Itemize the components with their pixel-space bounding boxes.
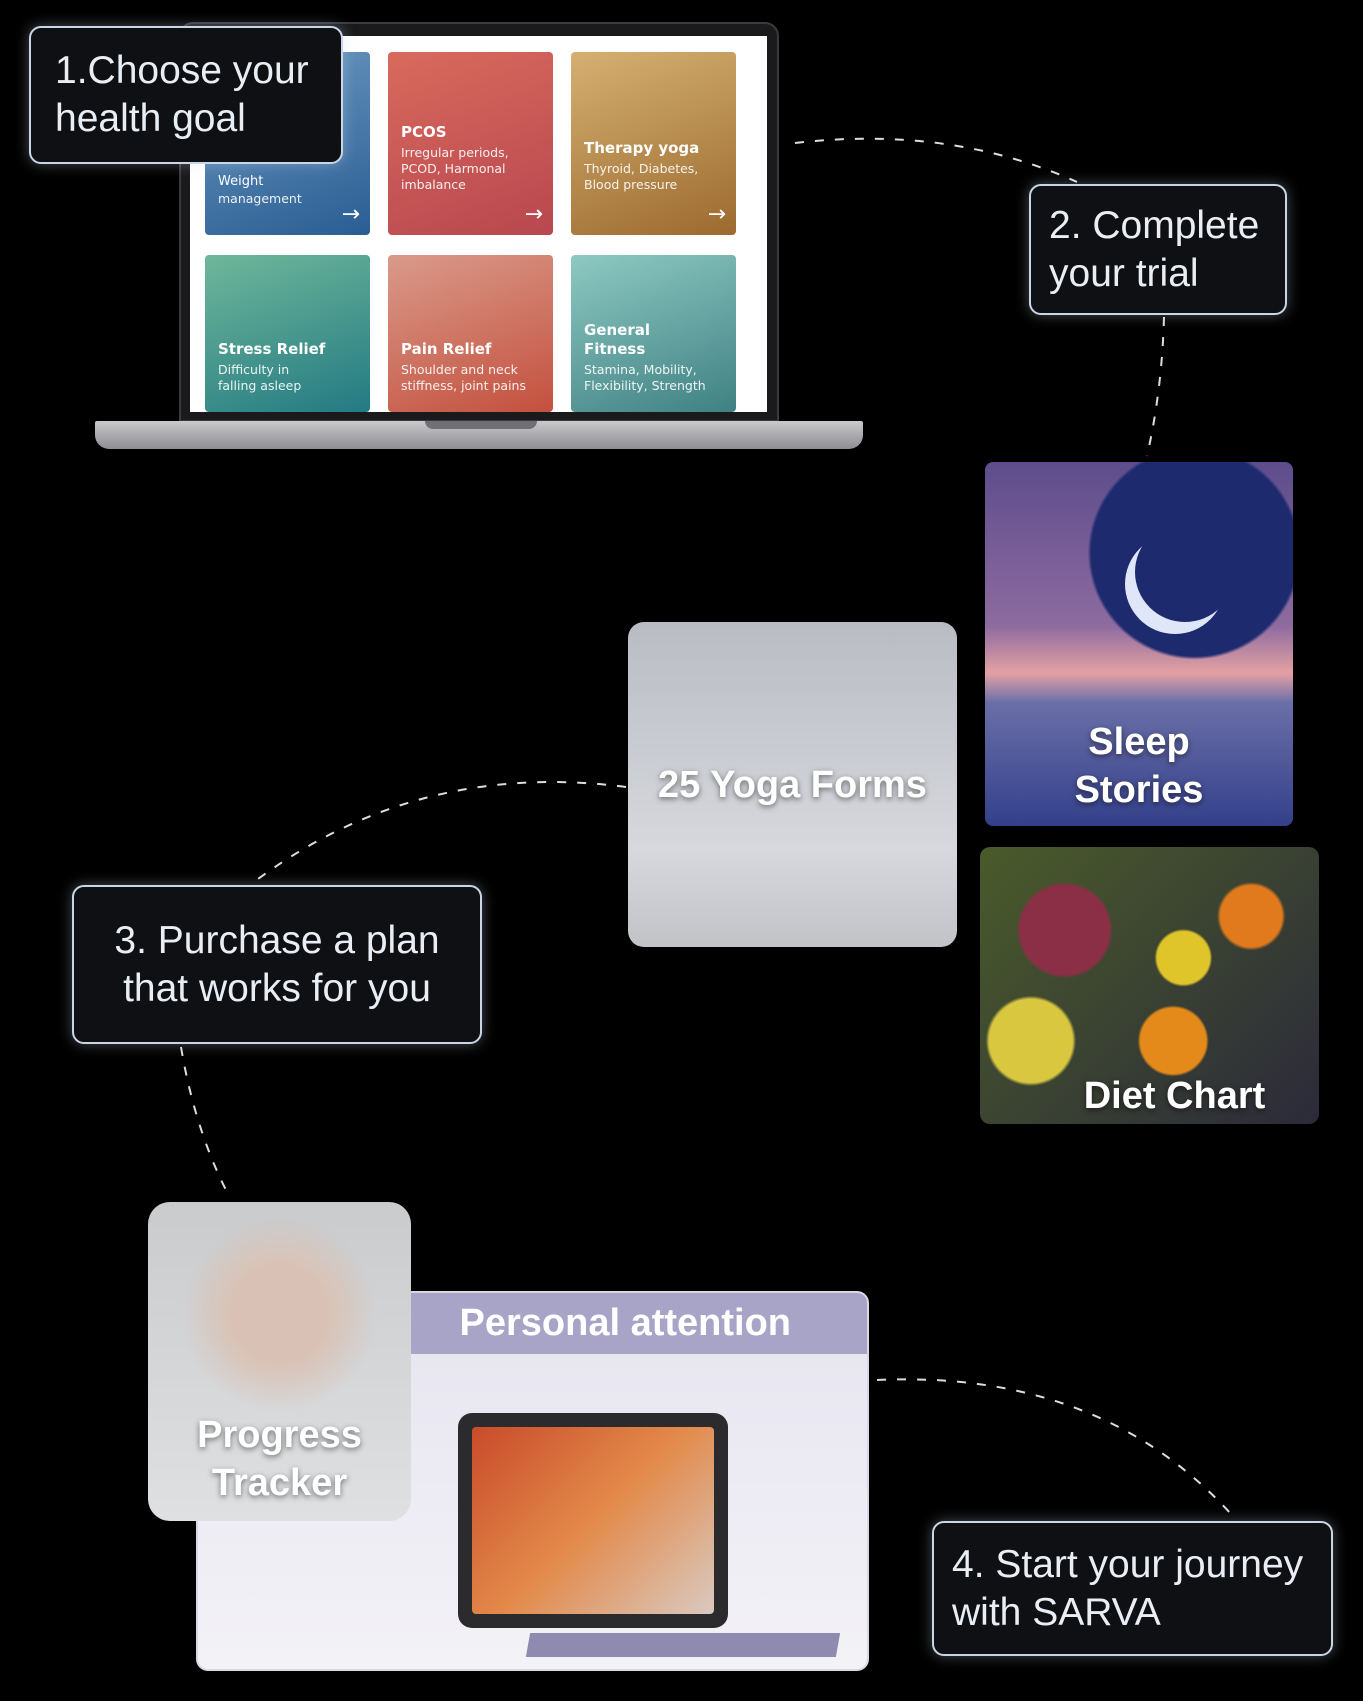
card-subtitle: management (218, 191, 302, 206)
arrow-right-icon: → (524, 202, 543, 227)
yoga-forms-label: 25 Yoga Forms (658, 763, 927, 806)
yoga-mat (525, 1633, 841, 1657)
personal-attention-tile[interactable]: Personal attention (196, 1291, 869, 1671)
tablet-image (458, 1413, 728, 1628)
arrow-right-icon: → (707, 202, 726, 227)
step-4-label: 4. Start your journey with SARVA (952, 1542, 1304, 1634)
connector-yoga-3 (257, 781, 627, 880)
step-4-box: 4. Start your journey with SARVA (932, 1521, 1333, 1656)
step-2-box: 2. Complete your trial (1029, 184, 1287, 315)
step-1-label: 1.Choose your health goal (55, 49, 309, 140)
card-title: Weight (218, 174, 264, 189)
goal-card-therapy-yoga[interactable]: Therapy yoga Thyroid, Diabetes, Blood pr… (571, 52, 736, 235)
diet-chart-tile[interactable]: Diet Chart (980, 847, 1319, 1124)
card-title: Stress Relief (218, 340, 326, 358)
card-subtitle: Irregular periods, PCOD, Harmonal imbala… (401, 145, 509, 192)
connector-2-sleep (1146, 316, 1165, 457)
goal-card-stress-relief[interactable]: Stress Relief Difficulty in falling asle… (205, 255, 370, 412)
sleep-stories-tile[interactable]: Sleep Stories (985, 462, 1293, 826)
progress-tracker-tile[interactable]: Progress Tracker (148, 1202, 411, 1521)
step-2-label: 2. Complete your trial (1049, 203, 1260, 295)
personal-attention-label: Personal attention (459, 1302, 792, 1344)
card-title: Therapy yoga (584, 139, 700, 157)
goal-card-pain-relief[interactable]: Pain Relief Shoulder and neck stiffness,… (388, 255, 553, 412)
laptop-notch (425, 421, 537, 429)
card-subtitle: Difficulty in falling asleep (218, 362, 302, 393)
card-title: General Fitness (584, 321, 650, 358)
goal-card-general-fitness[interactable]: General Fitness Stamina, Mobility, Flexi… (571, 255, 736, 412)
goal-card-pcos[interactable]: PCOS Irregular periods, PCOD, Harmonal i… (388, 52, 553, 235)
connector-1-2 (794, 137, 1078, 183)
step-3-label: 3. Purchase a plan that works for you (114, 918, 440, 1010)
card-subtitle: Shoulder and neck stiffness, joint pains (401, 362, 526, 393)
card-subtitle: Thyroid, Diabetes, Blood pressure (584, 161, 699, 192)
progress-tracker-label: Progress Tracker (197, 1414, 362, 1504)
card-title: Pain Relief (401, 340, 492, 358)
diet-chart-label: Diet Chart (1083, 1075, 1266, 1117)
yoga-forms-tile[interactable]: 25 Yoga Forms (628, 622, 957, 947)
card-subtitle: Stamina, Mobility, Flexibility, Strength (584, 362, 706, 393)
connector-3-progress (180, 1046, 229, 1195)
step-1-box: 1.Choose your health goal (29, 26, 343, 164)
arrow-right-icon: → (341, 202, 360, 227)
card-title: PCOS (401, 123, 447, 141)
step-3-box: 3. Purchase a plan that works for you (72, 885, 482, 1044)
moon-icon (1135, 522, 1235, 622)
connector-personal-4 (876, 1378, 1232, 1515)
sleep-stories-label: Sleep Stories (1074, 721, 1204, 811)
